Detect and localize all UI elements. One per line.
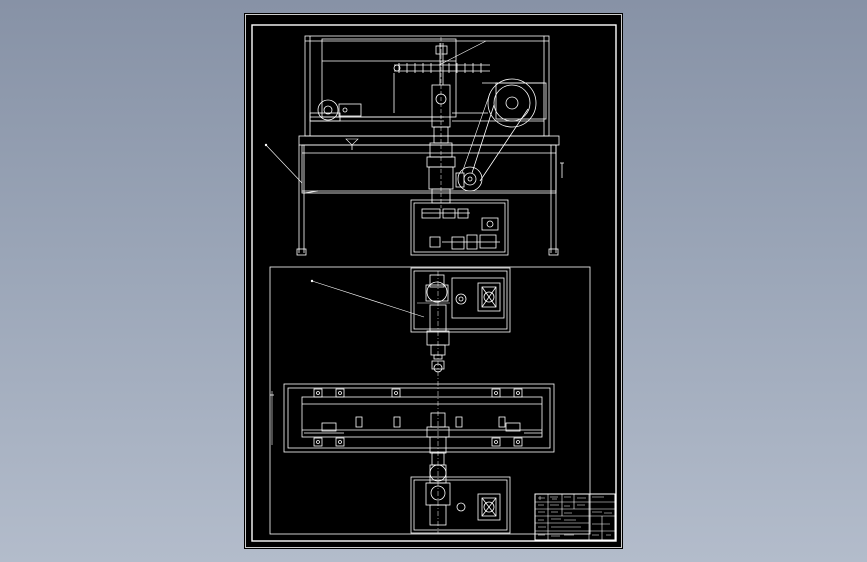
drive-pulley [455,166,483,192]
gearbox [410,199,509,256]
inner-frame [251,24,617,542]
flywheel [452,78,547,128]
lower-gearbox-plan [410,476,511,534]
rack-rail [393,63,490,113]
machine-legs [296,145,564,256]
outer-border [245,14,622,548]
leader-line [265,144,303,184]
front-elevation-view [264,35,564,256]
plan-view [269,266,591,535]
title-block [534,493,616,541]
shaft-plan [417,271,450,533]
drawing-sheet [244,13,623,549]
plan-outline [269,266,591,535]
lower-shaft-plan [425,452,451,526]
upper-gearbox-plan [410,267,511,333]
spindle-assembly [426,37,456,208]
left-pulley [309,99,444,122]
technical-drawing [245,14,622,548]
long-bed [270,383,555,454]
